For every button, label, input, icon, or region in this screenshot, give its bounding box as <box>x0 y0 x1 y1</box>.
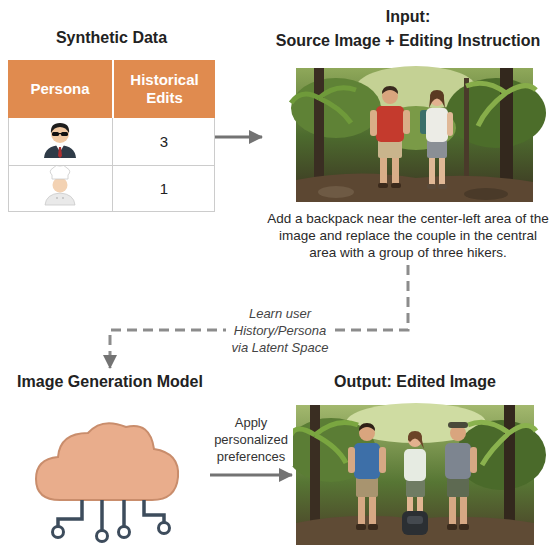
input-node: Input: Source Image + Editing Instruction… <box>262 5 554 265</box>
cell-text: Persona <box>30 80 89 98</box>
table-cell: 3 <box>112 118 215 165</box>
heading: Source Image + Editing Instruction <box>262 31 554 51</box>
source-photo <box>291 66 546 202</box>
table-node: Synthetic DataPersona Historical Edits 3 1 <box>8 28 215 215</box>
persona-icon <box>44 123 76 158</box>
connector <box>210 474 292 477</box>
instruction-text: Add a backpack near the center-left area… <box>264 210 552 261</box>
table-header: Persona <box>8 60 112 118</box>
output-node: Output: Edited Image <box>292 368 538 545</box>
heading: Image Generation Model <box>10 372 210 392</box>
heading: Input: <box>262 7 554 27</box>
cell-text: 3 <box>160 133 168 150</box>
cell-text: 1 <box>160 180 168 197</box>
persona-icon <box>45 165 75 205</box>
connector <box>215 136 262 139</box>
table-header: Historical Edits <box>112 60 215 118</box>
heading: Output: Edited Image <box>292 372 538 392</box>
cell-text: Historical Edits <box>120 71 209 107</box>
connector <box>110 265 408 368</box>
edited-photo <box>286 403 546 545</box>
edge-label: Learn user History/Persona via Latent Sp… <box>226 304 334 357</box>
model-node: Image Generation Model <box>10 368 210 545</box>
table-cell: 1 <box>112 165 215 212</box>
cloud-icon <box>36 423 178 541</box>
heading: Synthetic Data <box>8 28 215 48</box>
edge-label: Apply personalized preferences <box>209 413 293 466</box>
